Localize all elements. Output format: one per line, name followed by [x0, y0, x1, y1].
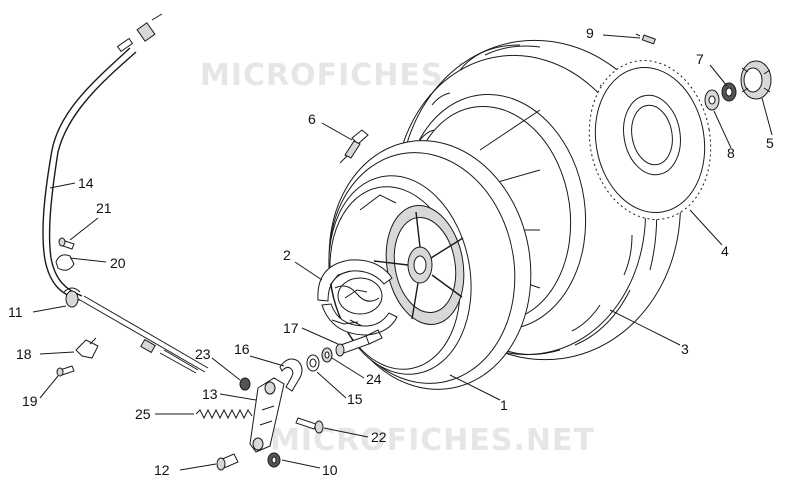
- brake-lever-drawing: [249, 377, 285, 453]
- ring-washer-drawing: [306, 347, 333, 372]
- callout-19: 19: [22, 393, 38, 409]
- callout-16: 16: [234, 341, 250, 357]
- callout-23: 23: [195, 346, 211, 362]
- callout-17: 17: [283, 320, 299, 336]
- callout-25: 25: [135, 406, 151, 422]
- callout-12: 12: [154, 462, 170, 478]
- watermark-bottom: MICROFICHES.NET: [270, 423, 595, 458]
- callout-6: 6: [308, 111, 316, 127]
- callout-2: 2: [283, 247, 291, 263]
- screw-9-drawing: [635, 33, 656, 45]
- valve-drawing: [339, 129, 369, 164]
- callout-9: 9: [586, 25, 594, 41]
- callout-1: 1: [500, 397, 508, 413]
- leader-lines: [32, 34, 773, 471]
- cam-shaft-drawing: [335, 329, 383, 357]
- callout-7: 7: [696, 51, 704, 67]
- spring-drawing: [195, 408, 253, 420]
- bracket-drawing: [56, 337, 99, 377]
- callout-14: 14: [78, 175, 94, 191]
- callout-18: 18: [16, 346, 32, 362]
- disc-cover-drawing: [588, 60, 712, 220]
- callout-5: 5: [766, 135, 774, 151]
- screw-22-drawing: [295, 417, 324, 434]
- cable-clamp-drawing: [55, 237, 81, 308]
- callout-15: 15: [347, 391, 363, 407]
- callout-13: 13: [202, 386, 218, 402]
- brake-shoe-drawing: [317, 259, 398, 336]
- callout-8: 8: [727, 145, 735, 161]
- callout-24: 24: [366, 371, 382, 387]
- brake-cable-drawing: [42, 13, 209, 374]
- indicator-plate-drawing: [279, 358, 303, 392]
- pin-nut-drawing: [216, 452, 281, 471]
- callout-3: 3: [681, 341, 689, 357]
- callout-11: 11: [8, 304, 23, 320]
- callout-22: 22: [371, 429, 387, 445]
- hub-hardware-drawing: [704, 60, 772, 111]
- callout-21: 21: [96, 200, 112, 216]
- callout-labels: 1 2 3 4 5 6 7 8 9 10 11 12 13 14 15 16 1…: [8, 25, 774, 478]
- callout-10: 10: [322, 462, 338, 478]
- callout-20: 20: [110, 255, 126, 271]
- nut-23-drawing: [239, 377, 251, 391]
- callout-4: 4: [721, 243, 729, 259]
